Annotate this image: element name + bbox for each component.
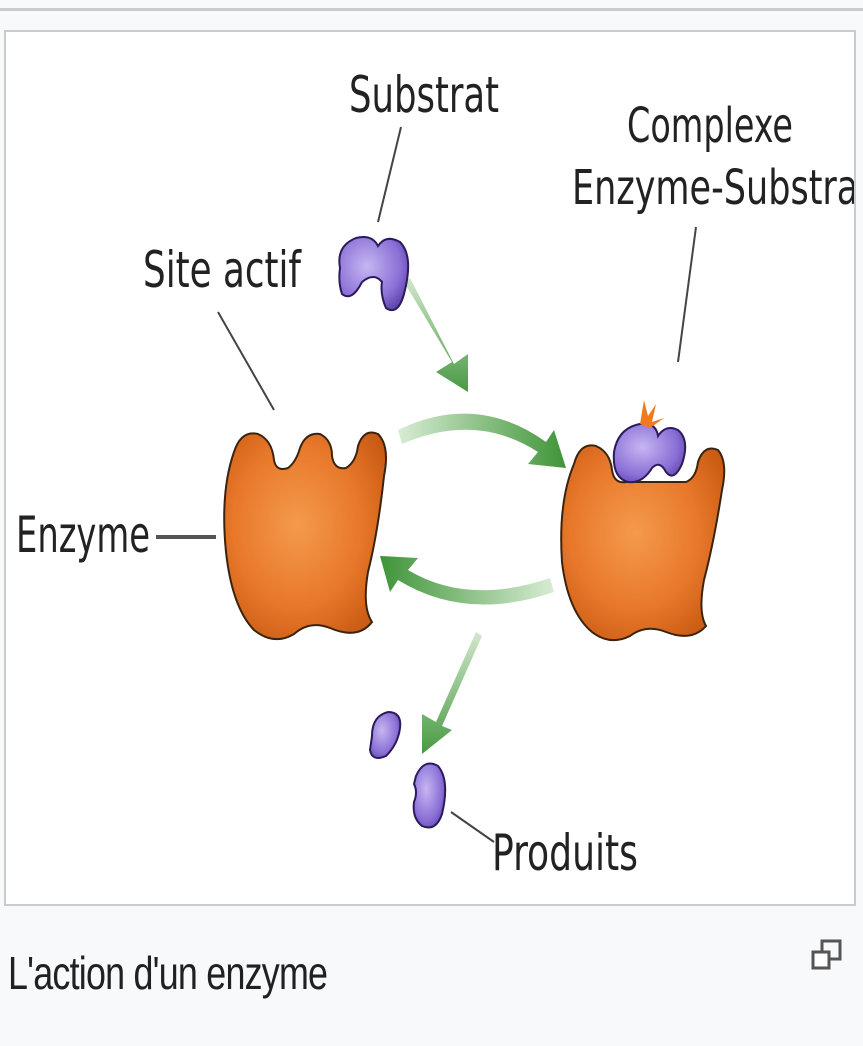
substrate-bound (614, 424, 685, 482)
spark-icon (640, 400, 664, 428)
substrate-free (339, 237, 408, 310)
product-piece-1 (370, 712, 400, 758)
site-actif-leader-line (218, 312, 274, 410)
complexe-leader-line (678, 227, 696, 362)
arrow-binding (398, 414, 566, 468)
enzyme-diagram[interactable]: Substrat Complexe Enzyme-Substrat Site a… (4, 30, 856, 906)
arrow-products-out (422, 632, 482, 754)
label-substrat: Substrat (349, 66, 499, 124)
label-produits: Produits (492, 824, 638, 882)
label-complexe-line1: Complexe (627, 98, 793, 154)
figure-caption: L'action d'un enzyme (8, 946, 327, 1000)
label-site-actif: Site actif (143, 241, 302, 299)
substrat-leader-line (378, 127, 401, 222)
arrow-release (380, 556, 554, 605)
product-piece-2 (414, 764, 446, 828)
label-complexe-line2: Enzyme-Substrat (572, 160, 856, 216)
produits-leader-line (451, 812, 494, 842)
arrow-substrate-in (404, 278, 468, 392)
diagram-svg: Substrat Complexe Enzyme-Substrat Site a… (6, 32, 856, 906)
enzyme-shape-free (224, 433, 386, 640)
label-enzyme: Enzyme (16, 506, 150, 564)
caption-row: L'action d'un enzyme (0, 920, 863, 1030)
top-divider (0, 8, 863, 11)
magnify-icon[interactable] (810, 938, 844, 972)
